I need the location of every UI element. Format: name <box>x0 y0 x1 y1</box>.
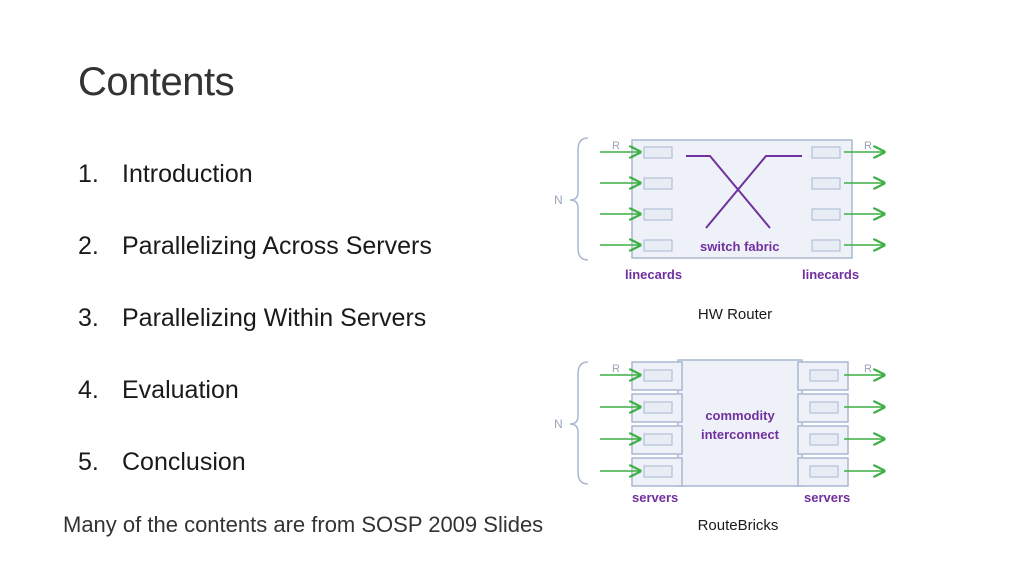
hw-router-caption: HW Router <box>697 306 773 323</box>
item-label: Parallelizing Across Servers <box>122 232 432 260</box>
list-item: 3. Parallelizing Within Servers <box>78 304 432 376</box>
item-number: 4. <box>78 376 99 404</box>
router-box <box>631 139 853 259</box>
contents-list: 1. Introduction 2. Parallelizing Across … <box>78 160 432 520</box>
right-server-ports <box>809 369 839 478</box>
r-label-right: R <box>864 140 872 152</box>
n-label: N <box>554 193 563 207</box>
item-number: 2. <box>78 232 99 260</box>
r-label-right: R <box>864 363 872 375</box>
item-number: 3. <box>78 304 99 332</box>
left-linecards <box>643 146 673 252</box>
list-item: 4. Evaluation <box>78 376 432 448</box>
routebricks-diagram: N R R commodity intercon <box>554 359 900 505</box>
switch-fabric-lines <box>686 155 802 229</box>
n-bracket <box>569 361 589 485</box>
n-bracket <box>569 137 589 261</box>
item-number: 5. <box>78 448 99 476</box>
output-arrows <box>844 152 884 245</box>
n-label: N <box>554 417 563 431</box>
slide-title: Contents <box>78 60 235 104</box>
item-label: Parallelizing Within Servers <box>122 304 427 332</box>
footnote: Many of the contents are from SOSP 2009 … <box>63 512 544 537</box>
list-item: 1. Introduction <box>78 160 432 232</box>
item-label: Conclusion <box>122 448 246 476</box>
interconnect-label-line2: interconnect <box>701 427 780 442</box>
servers-right-label: servers <box>804 490 850 505</box>
r-label-left: R <box>612 140 620 152</box>
item-label: Evaluation <box>122 376 239 404</box>
left-server-ports <box>643 369 673 478</box>
item-number: 1. <box>78 160 99 188</box>
list-item: 5. Conclusion <box>78 448 432 520</box>
input-arrows <box>600 152 640 245</box>
list-item: 2. Parallelizing Across Servers <box>78 232 432 304</box>
input-arrows <box>600 375 640 471</box>
r-label-left: R <box>612 363 620 375</box>
switch-fabric-label: switch fabric <box>700 239 779 254</box>
interconnect-label-line1: commodity <box>705 408 775 423</box>
hw-router-diagram: N R R switch fabric linecards linecards <box>554 137 900 282</box>
servers-left-label: servers <box>632 490 678 505</box>
interconnect-box <box>677 359 803 487</box>
output-arrows <box>844 375 884 471</box>
right-linecards <box>811 146 841 252</box>
item-label: Introduction <box>122 160 253 188</box>
routebricks-caption: RouteBricks <box>697 517 779 534</box>
linecards-left-label: linecards <box>625 267 682 282</box>
linecards-right-label: linecards <box>802 267 859 282</box>
